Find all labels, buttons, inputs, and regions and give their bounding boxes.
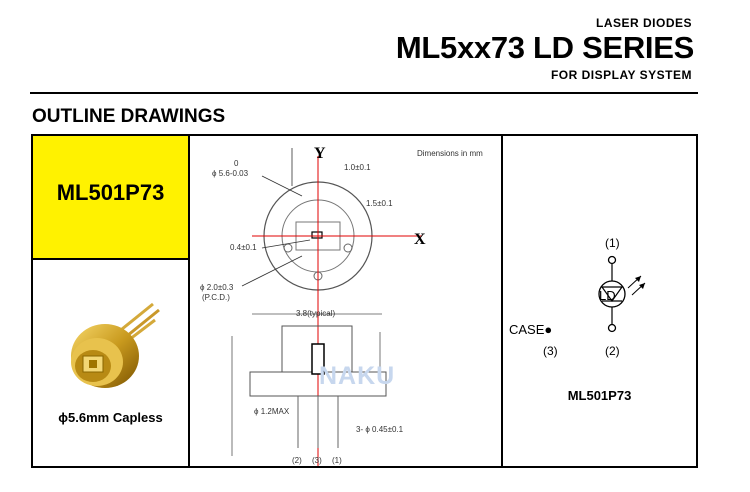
pin1-label: (1): [605, 236, 620, 250]
case-label: CASE●: [509, 322, 553, 337]
section-title: OUTLINE DRAWINGS: [32, 106, 226, 127]
dim-max: ϕ 1.2MAX: [254, 407, 290, 416]
dim-pcd-note: (P.C.D.): [202, 293, 230, 302]
watermark-logo: NAKU: [319, 362, 396, 390]
pin2-label: (2): [605, 344, 620, 358]
photo-caption: ϕ5.6mm Capless: [58, 410, 163, 425]
axis-x-label: X: [414, 231, 426, 248]
ld-symbol: [598, 255, 646, 333]
ld-label: LD: [599, 288, 616, 303]
axis-y-label: Y: [314, 145, 326, 162]
dim-diameter-top: 0: [234, 159, 239, 168]
outline-drawing: Y X Dimensions in mm 0 ϕ 5.6-0.03 1.0±0.…: [200, 145, 483, 466]
pin-number: (2): [292, 456, 302, 465]
pin-number: (3): [312, 456, 322, 465]
dim-pcd: ϕ 2.0±0.3: [200, 283, 234, 292]
model-name: ML501P73: [56, 180, 165, 205]
dim-d3: 0.4±0.1: [230, 243, 257, 252]
dim-pins: 3- ϕ 0.45±0.1: [356, 425, 404, 434]
pin3-label: (3): [543, 344, 558, 358]
dim-diameter: ϕ 5.6-0.03: [212, 169, 249, 178]
dim-d1: 1.0±0.1: [344, 163, 371, 172]
pin-model-name: ML501P73: [567, 388, 632, 403]
left-panel: ML501P73 ϕ5.6mm Capless: [33, 136, 190, 466]
header-divider: [30, 92, 698, 94]
laser-diode-photo: [71, 302, 160, 388]
panel-divider: [501, 136, 503, 466]
dimensions-note: Dimensions in mm: [417, 149, 483, 158]
model-box: ML501P73: [33, 136, 188, 260]
header-category: LASER DIODES: [595, 16, 692, 30]
page-title: ML5xx73 LD SERIES: [395, 30, 694, 65]
dim-typical: 3.8(typical): [296, 309, 335, 318]
pin-number: (1): [332, 456, 342, 465]
dim-d2: 1.5±0.1: [366, 199, 393, 208]
outline-frame: ML501P73 ϕ5.6mm Capless: [31, 134, 698, 468]
pin-connection-panel: (1) LD CASE● (2) (3) ML501P73: [503, 136, 696, 466]
header-subtitle: FOR DISPLAY SYSTEM: [550, 68, 692, 82]
